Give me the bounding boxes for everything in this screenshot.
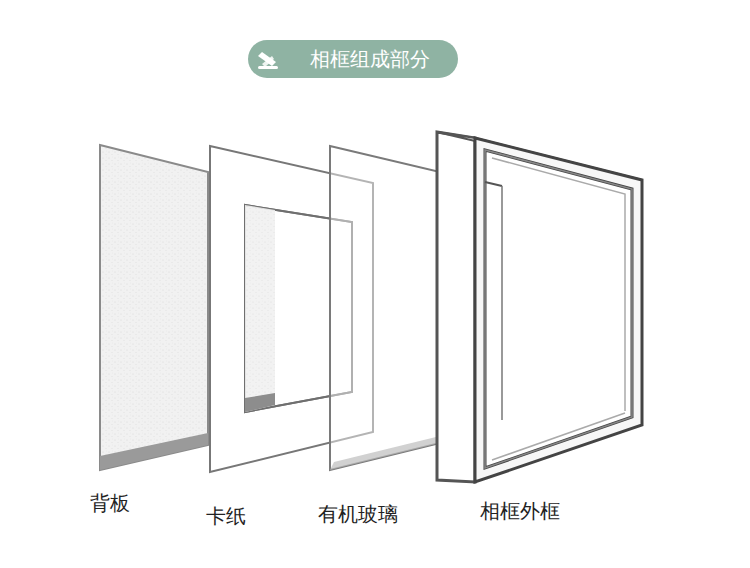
outer-frame xyxy=(437,132,642,482)
title-text: 相框组成部分 xyxy=(310,47,430,71)
part-label: 背板 xyxy=(90,491,130,515)
acrylic-sheet xyxy=(330,146,440,470)
part-label: 有机玻璃 xyxy=(318,502,398,526)
part-label: 相框外框 xyxy=(480,499,560,523)
title-icon xyxy=(258,52,278,69)
title-pill xyxy=(248,40,458,78)
part-label: 卡纸 xyxy=(206,504,246,528)
back-board xyxy=(100,145,208,470)
